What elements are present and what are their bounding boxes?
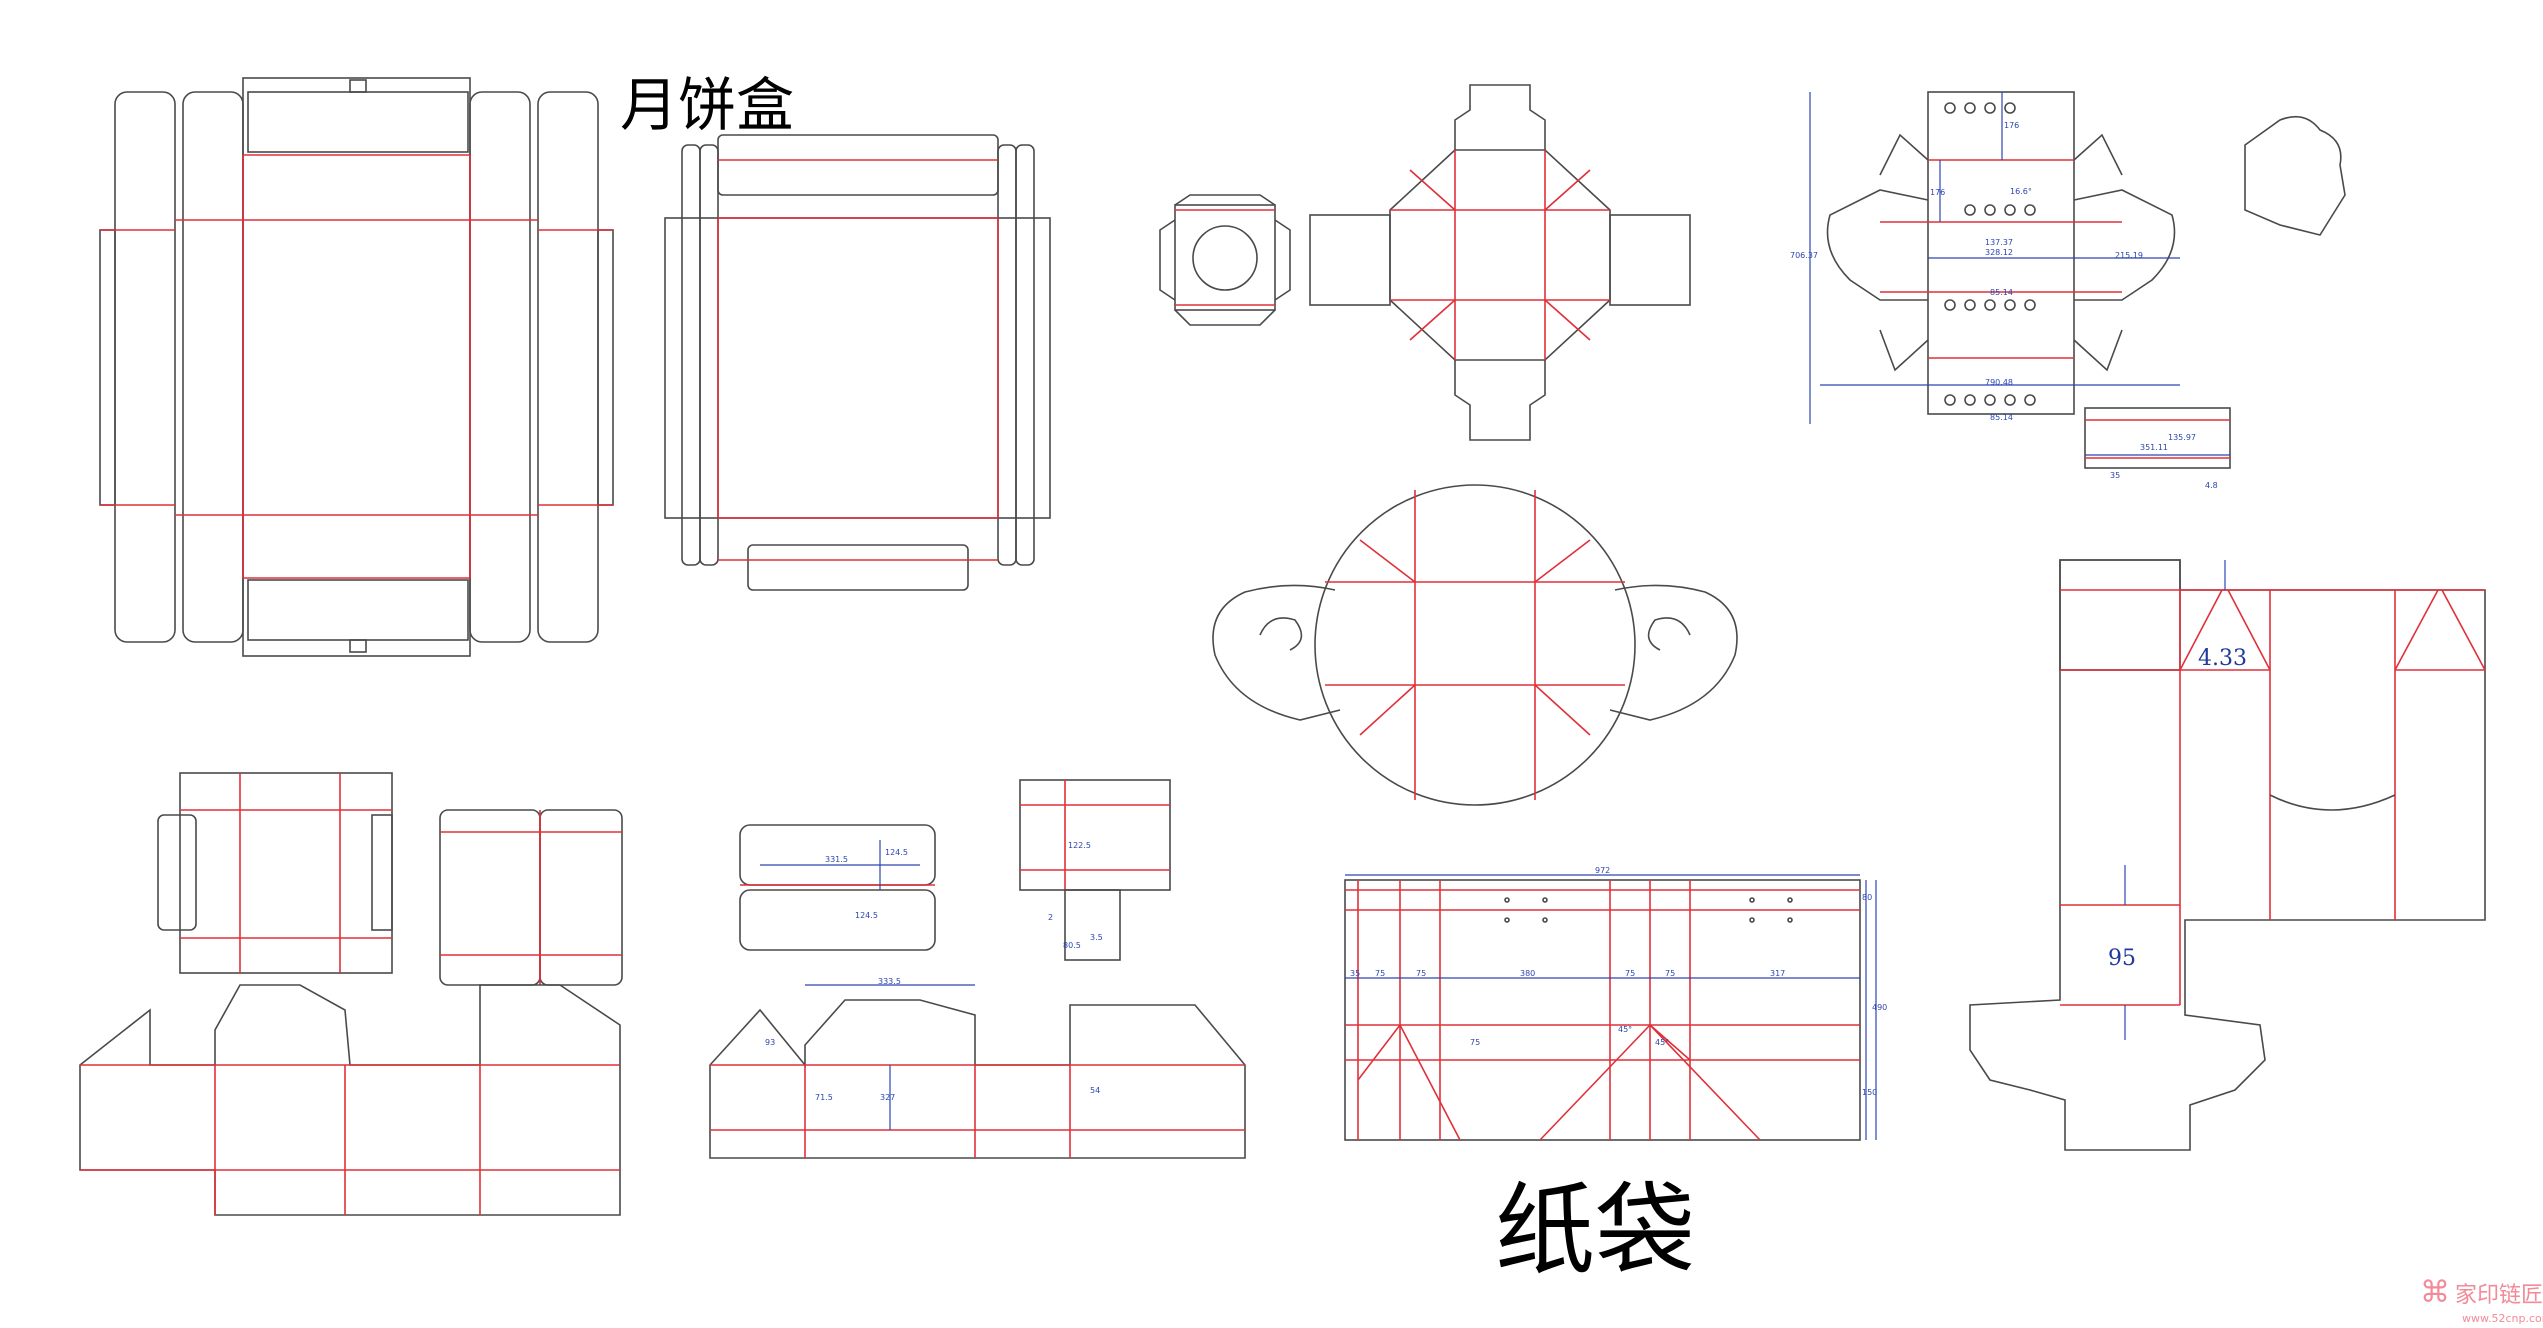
mooncake-box-label: 月饼盒 bbox=[620, 71, 794, 139]
dim-bag-seg3: 75 bbox=[1416, 969, 1426, 978]
dim-bag-angle2: 45° bbox=[1655, 1038, 1669, 1047]
dieline-octagon-box bbox=[1309, 84, 1691, 441]
hole-row-2 bbox=[1964, 204, 2036, 216]
dim-71: 71.5 bbox=[815, 1093, 833, 1102]
dieline-round-cloud-box bbox=[1212, 484, 1738, 806]
dim-bag-seg1: 35 bbox=[1350, 969, 1360, 978]
dim-bag-h2: 490 bbox=[1872, 1003, 1887, 1012]
watermark-site-url: www.52cnp.com bbox=[2462, 1312, 2543, 1325]
dim-176b: 176 bbox=[1930, 188, 1945, 197]
paper-bag-label: 纸袋 bbox=[1495, 1172, 1695, 1289]
dim-3: 3.5 bbox=[1090, 933, 1103, 942]
dim-124a: 124.5 bbox=[885, 848, 908, 857]
dim-bag-seg5: 75 bbox=[1625, 969, 1635, 978]
dieline-cloud-box: 706.37 790.48 137.37 328.12 215.19 176 1… bbox=[1790, 91, 2231, 490]
dim-327: 327 bbox=[880, 1093, 895, 1102]
dieline-window-box bbox=[1159, 194, 1291, 326]
dim-small-35: 35 bbox=[2110, 471, 2120, 480]
hole-row-1 bbox=[1944, 102, 2016, 114]
watermark-logo-icon: ⌘ bbox=[2420, 1275, 2450, 1310]
dim-small-h: 135.97 bbox=[2168, 433, 2196, 442]
dim-328: 328.12 bbox=[1985, 248, 2013, 257]
dim-bag-total: 972 bbox=[1595, 866, 1610, 875]
watermark-site-cn: 家印链匠 bbox=[2455, 1283, 2543, 1308]
dieline-mid-bottom-house-box: 333.5 93 327 71.5 54 bbox=[709, 977, 1246, 1159]
dim-small-48: 4.8 bbox=[2205, 481, 2218, 490]
dim-bag-v1: 75 bbox=[1470, 1038, 1480, 1047]
watermark: ⌘ 家印链匠 www.52cnp.com bbox=[2420, 1275, 2543, 1325]
dim-bag-seg2: 75 bbox=[1375, 969, 1385, 978]
dieline-mooncake-box-large bbox=[99, 77, 614, 657]
dieline-paper-bag: 972 35 75 75 380 75 75 317 80 490 150 75… bbox=[1344, 866, 1887, 1141]
dim-333: 333.5 bbox=[878, 977, 901, 986]
hole-row-4 bbox=[1944, 394, 2036, 406]
dim-bag-angle1: 45° bbox=[1618, 1025, 1632, 1034]
dim-tall-mid: 95 bbox=[2108, 946, 2136, 971]
dieline-hex-tab bbox=[2244, 115, 2346, 236]
dim-bag-seg4: 380 bbox=[1520, 969, 1535, 978]
dim-54: 54 bbox=[1090, 1086, 1100, 1095]
dim-176a: 176 bbox=[2004, 121, 2019, 130]
dieline-tall-box: 4.33 95 bbox=[1969, 559, 2486, 1151]
dim-85a: 85.14 bbox=[1990, 288, 2013, 297]
dim-137: 137.37 bbox=[1985, 238, 2013, 247]
dieline-bottom-long-box bbox=[79, 984, 621, 1216]
dieline-mooncake-box-medium bbox=[664, 134, 1051, 591]
dim-93: 93 bbox=[765, 1038, 775, 1047]
dieline-mid-small-boxes: 331.5 124.5 124.5 122.5 2 80.5 3.5 bbox=[739, 779, 1171, 961]
dim-bag-h1: 80 bbox=[1862, 893, 1872, 902]
hole-row-3 bbox=[1944, 299, 2036, 311]
dim-80: 80.5 bbox=[1063, 941, 1081, 950]
dim-angle: 16.6° bbox=[2010, 187, 2032, 196]
dim-122: 122.5 bbox=[1068, 841, 1091, 850]
dim-85b: 85.14 bbox=[1990, 413, 2013, 422]
dim-small-w: 351.11 bbox=[2140, 443, 2168, 452]
dieline-bottom-left-box bbox=[157, 772, 623, 986]
dim-331: 331.5 bbox=[825, 855, 848, 864]
dim-790: 790.48 bbox=[1985, 378, 2013, 387]
dim-2: 2 bbox=[1048, 913, 1053, 922]
dim-bag-h3: 150 bbox=[1862, 1088, 1877, 1097]
dim-bag-seg6: 75 bbox=[1665, 969, 1675, 978]
dim-tall-top: 4.33 bbox=[2198, 646, 2247, 671]
dim-124b: 124.5 bbox=[855, 911, 878, 920]
dim-215: 215.19 bbox=[2115, 251, 2143, 260]
dim-706: 706.37 bbox=[1790, 251, 1818, 260]
dim-bag-seg7: 317 bbox=[1770, 969, 1785, 978]
